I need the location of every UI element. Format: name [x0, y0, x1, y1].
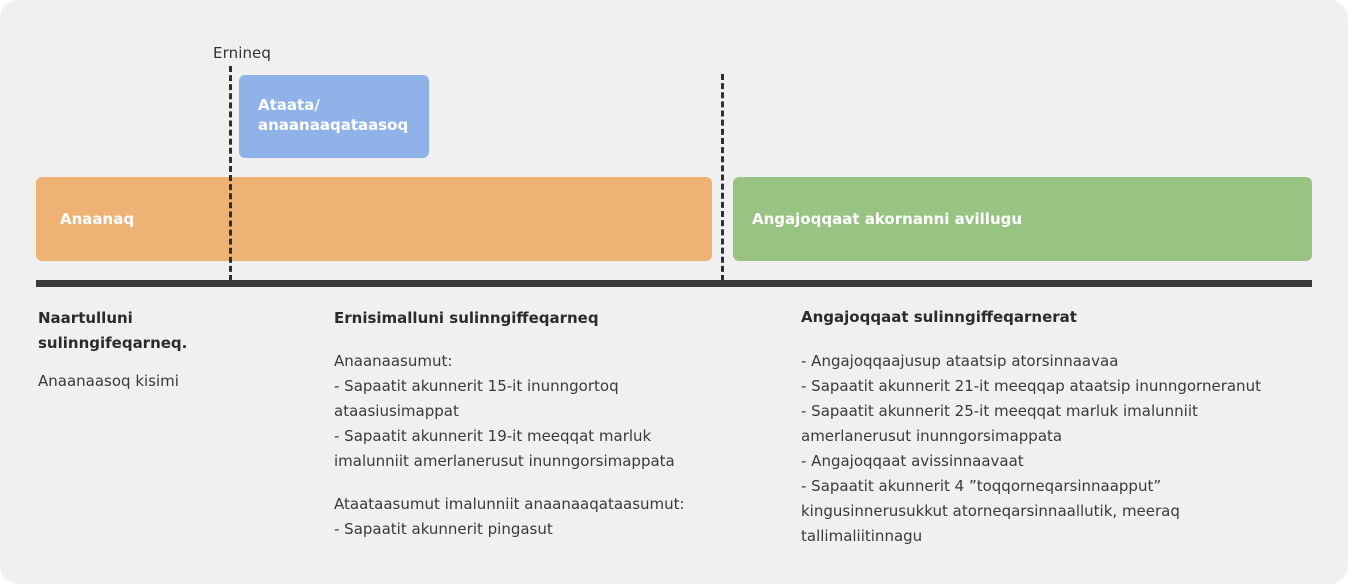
list-item: - Sapaatit akunnerit 4 ”toqqorneqarsinna…	[801, 477, 1162, 495]
pregnancy-leave-title: Naartulluni sulinngifeqarneq.	[38, 306, 238, 356]
pregnancy-leave-title-line-1: Naartulluni	[38, 309, 133, 327]
parent-box-line-2: anaanaaqataasoq	[258, 116, 409, 134]
birth-label: Ernineq	[213, 44, 272, 62]
birth-divider	[229, 66, 232, 281]
list-item: ataasiusimappat	[334, 402, 459, 420]
list-item: - Sapaatit akunnerit 25-it meeqqat marlu…	[801, 402, 1198, 420]
list-item: - Sapaatit akunnerit 21-it meeqqap ataat…	[801, 377, 1261, 395]
list-item: Anaanaasumut:	[334, 352, 453, 370]
period-divider	[721, 74, 724, 281]
list-item: - Sapaatit akunnerit 19-it meeqqat marlu…	[334, 427, 652, 445]
list-item: - Angajoqqaat avissinnaavaat	[801, 452, 1024, 470]
birth-leave-father-list: Ataataasumut imalunniit anaanaaqataasumu…	[334, 492, 754, 542]
mother-leave-label: Anaanaq	[60, 210, 135, 228]
list-item: - Angajoqqaajusup ataatsip atorsinnaavaa	[801, 352, 1119, 370]
list-item: tallimaliitinnagu	[801, 527, 923, 545]
mother-leave-bar: Anaanaq	[36, 177, 712, 261]
birth-leave-title: Ernisimalluni sulinngiffeqarneq	[334, 309, 599, 327]
shared-leave-bar: Angajoqqaat akornanni avillugu	[733, 177, 1312, 261]
list-item: Ataataasumut imalunniit anaanaaqataasumu…	[334, 495, 685, 513]
list-item: - Sapaatit akunnerit pingasut	[334, 520, 553, 538]
pregnancy-leave-text: Anaanaasoq kisimi	[38, 372, 179, 390]
shared-leave-label: Angajoqqaat akornanni avillugu	[752, 210, 1023, 228]
parental-leave-list: - Angajoqqaajusup ataatsip atorsinnaavaa…	[801, 349, 1321, 549]
list-item: imalunniit amerlanerusut inunngorsimappa…	[334, 452, 675, 470]
parental-leave-title: Angajoqqaat sulinngiffeqarnerat	[801, 308, 1077, 326]
list-item: amerlanerusut inunngorsimappata	[801, 427, 1063, 445]
parent-box: Ataata/ anaanaaqataasoq	[239, 75, 429, 158]
birth-leave-mother-list: Anaanaasumut: - Sapaatit akunnerit 15-it…	[334, 349, 754, 474]
list-item: kingusinnerusukkut atorneqarsinnaallutik…	[801, 502, 1180, 520]
parent-box-line-1: Ataata/	[258, 96, 320, 114]
timeline-axis	[36, 280, 1312, 287]
pregnancy-leave-title-line-2: sulinngifeqarneq.	[38, 334, 188, 352]
list-item: - Sapaatit akunnerit 15-it inunngortoq	[334, 377, 619, 395]
